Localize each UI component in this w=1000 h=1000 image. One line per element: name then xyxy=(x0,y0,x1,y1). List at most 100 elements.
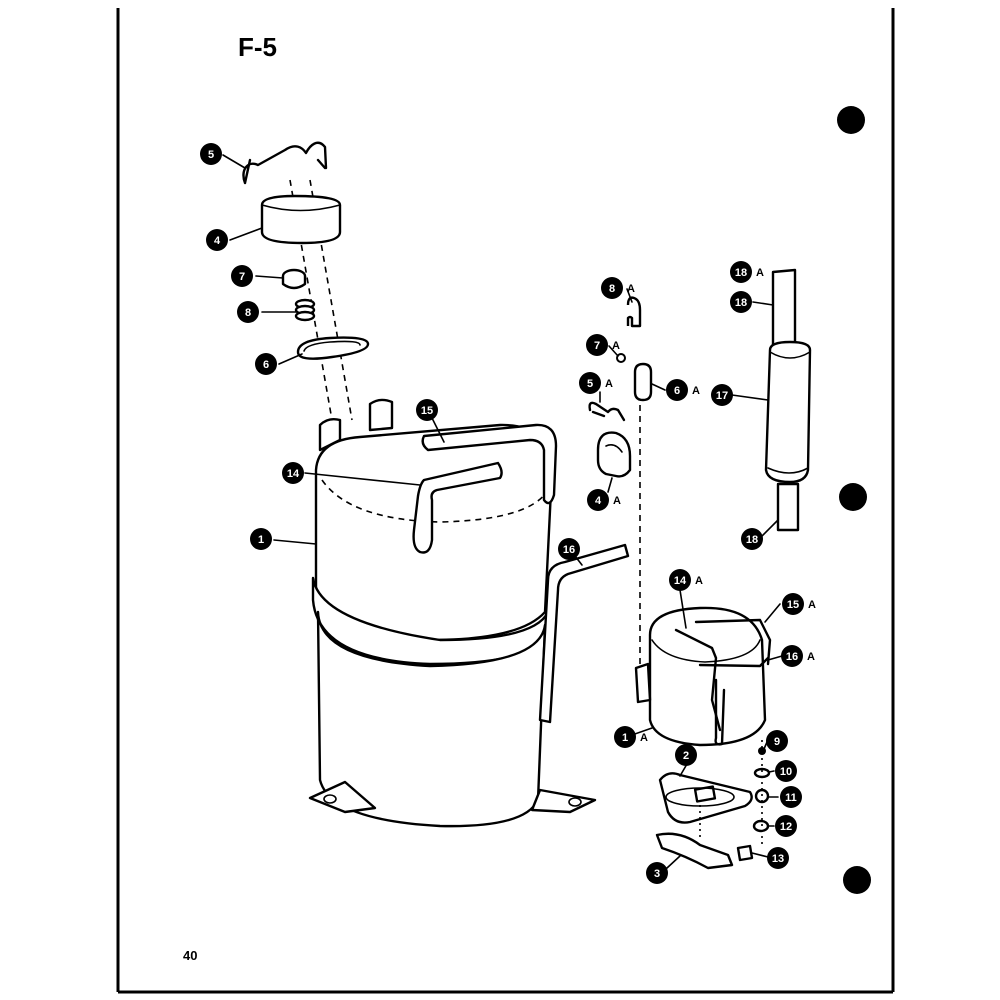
callout-1: 1 xyxy=(250,528,272,550)
callout-number: 13 xyxy=(772,853,784,865)
callout-17: 17 xyxy=(711,384,733,406)
callout-circle xyxy=(558,538,580,560)
callout-14: 14 xyxy=(282,462,304,484)
mount-foot-right xyxy=(530,788,597,814)
nut-part-13 xyxy=(736,844,754,862)
callout-18a: 18 A xyxy=(730,261,764,283)
callout-circle xyxy=(231,265,253,287)
callout-circle xyxy=(730,291,752,313)
callout-suffix: A xyxy=(613,495,621,507)
callout-suffix: A xyxy=(756,267,764,279)
tube-part-18-lower xyxy=(776,482,800,532)
gasket-part-6a xyxy=(633,362,653,402)
callout-number: 6 xyxy=(263,359,269,371)
callout-number: 3 xyxy=(654,868,660,880)
callout-number: 4 xyxy=(214,235,221,247)
callout-18: 18 xyxy=(730,291,752,313)
callout-8: 8 xyxy=(237,301,259,323)
callout-9: 9 xyxy=(766,730,788,752)
callout-circle xyxy=(766,730,788,752)
callout-number: 7 xyxy=(239,271,245,283)
callout-circle xyxy=(586,334,608,356)
gasket-part-6 xyxy=(296,336,370,360)
callout-circle xyxy=(579,372,601,394)
callout-circle xyxy=(780,786,802,808)
callout-number: 18 xyxy=(746,534,758,546)
callout-number: 18 xyxy=(735,297,747,309)
callout-number: 10 xyxy=(780,766,792,778)
callout-suffix: A xyxy=(640,732,648,744)
callout-18: 18 xyxy=(741,528,763,550)
callout-11: 11 xyxy=(780,786,802,808)
callout-number: 5 xyxy=(587,378,593,390)
callout-circle xyxy=(781,645,803,667)
callout-number: 4 xyxy=(595,495,602,507)
callout-number: 16 xyxy=(786,651,798,663)
callout-16a: 16 A xyxy=(781,645,815,667)
callout-13: 13 xyxy=(767,847,789,869)
callout-suffix: A xyxy=(605,378,613,390)
callout-suffix: A xyxy=(627,283,635,295)
callout-number: 8 xyxy=(609,283,615,295)
callout-circle xyxy=(200,143,222,165)
small-parts-a xyxy=(588,296,653,670)
callout-number: 15 xyxy=(421,405,433,417)
callout-number: 1 xyxy=(258,534,264,546)
callout-12: 12 xyxy=(775,815,797,837)
callout-circle xyxy=(250,528,272,550)
accumulator-assembly xyxy=(764,268,812,532)
mount-pad-part-3 xyxy=(655,832,734,870)
clip-part-5 xyxy=(242,141,328,185)
callout-4: 4 xyxy=(206,229,228,251)
callout-number: 11 xyxy=(785,792,797,804)
callout-number: 7 xyxy=(594,340,600,352)
callout-circle xyxy=(741,528,763,550)
callout-circle xyxy=(206,229,228,251)
washer-part-12 xyxy=(752,819,770,833)
callout-number: 1 xyxy=(622,732,628,744)
callout-circle xyxy=(646,862,668,884)
callout-number: 14 xyxy=(287,468,300,480)
compressor-shell-upper xyxy=(314,423,554,642)
process-tube-part-16 xyxy=(538,543,630,724)
punch-hole-middle xyxy=(839,483,867,511)
callout-number: 18 xyxy=(735,267,747,279)
callout-2: 2 xyxy=(675,744,697,766)
main-compressor xyxy=(242,141,630,828)
callout-circle xyxy=(587,489,609,511)
punch-hole-bottom xyxy=(843,866,871,894)
punch-hole-top xyxy=(837,106,865,134)
callout-15: 15 xyxy=(416,399,438,421)
terminal-cover-part-4 xyxy=(260,194,342,245)
accumulator-part-17 xyxy=(764,340,812,484)
cap-part-7a xyxy=(616,353,626,363)
callout-circle xyxy=(282,462,304,484)
callout-circle xyxy=(775,815,797,837)
cap-part-7 xyxy=(281,268,307,290)
callout-number: 14 xyxy=(674,575,687,587)
callout-suffix: A xyxy=(807,651,815,663)
terminal-cover-part-4a xyxy=(596,431,632,478)
callout-circle xyxy=(416,399,438,421)
callout-suffix: A xyxy=(808,599,816,611)
discharge-tube-part-15 xyxy=(421,423,558,505)
callout-6: 6 xyxy=(255,353,277,375)
callout-suffix: A xyxy=(692,385,700,397)
callout-circle xyxy=(255,353,277,375)
callout-circle xyxy=(237,301,259,323)
spring-part-8 xyxy=(294,298,316,322)
callout-number: 17 xyxy=(716,390,728,402)
callout-16: 16 xyxy=(558,538,580,560)
callout-circle xyxy=(614,726,636,748)
callout-circle xyxy=(666,379,688,401)
callout-circle xyxy=(669,569,691,591)
suction-tube-part-14 xyxy=(412,461,503,554)
callout-number: 16 xyxy=(563,544,575,556)
